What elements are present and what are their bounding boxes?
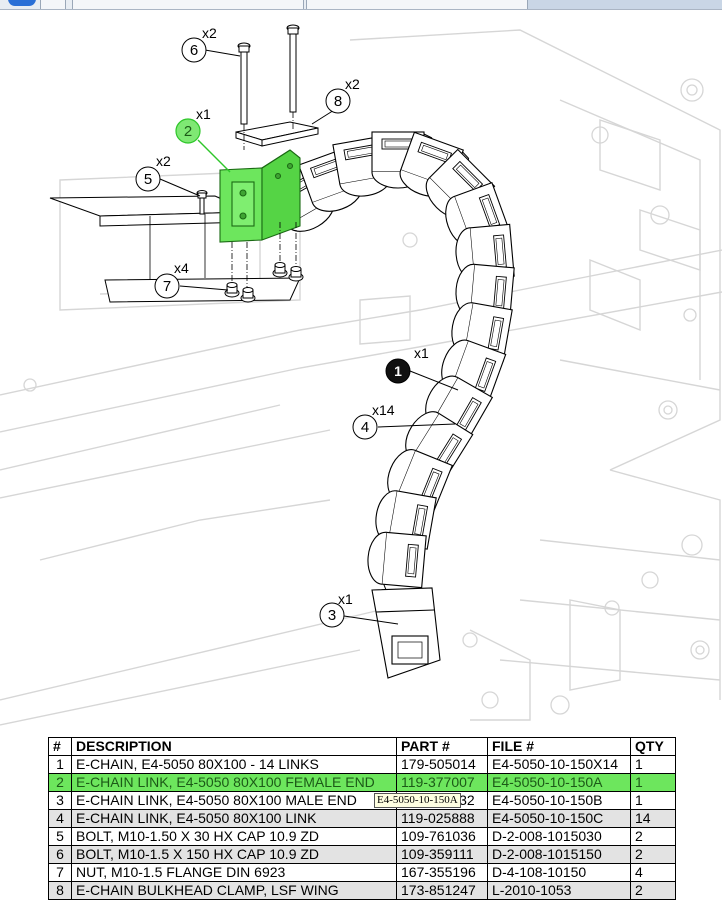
callout-6-qty: x2 — [202, 25, 217, 41]
file-tooltip: E4-5050-10-150A — [374, 793, 461, 808]
callout-5[interactable]: 5 x2 — [135, 153, 171, 192]
table-row[interactable]: 5 BOLT, M10-1.50 X 30 HX CAP 10.9 ZD 109… — [48, 827, 676, 846]
callout-3[interactable]: 3 x1 — [319, 591, 353, 628]
callout-4-number: 4 — [361, 419, 369, 436]
callout-3-qty: x1 — [338, 591, 353, 607]
tab-strip[interactable] — [306, 0, 528, 9]
male-end-link — [371, 587, 441, 679]
bulkhead-clamp — [235, 121, 319, 147]
bom-cell-qty: 2 — [630, 845, 676, 864]
bom-cell-file: E4-5050-10-150B — [487, 791, 631, 810]
bom-cell-description: E-CHAIN LINK, E4-5050 80X100 FEMALE END — [71, 773, 397, 792]
toolbar-right — [528, 0, 722, 9]
callout-8[interactable]: 8 x2 — [325, 76, 360, 114]
browser-toolbar-strip — [0, 0, 722, 10]
bom-header-num: # — [48, 737, 72, 756]
bom-cell-description: BOLT, M10-1.5 X 150 HX CAP 10.9 ZD — [71, 845, 397, 864]
bom-cell-qty: 1 — [630, 773, 676, 792]
callout-8-qty: x2 — [345, 76, 360, 92]
callout-6-number: 6 — [190, 42, 198, 59]
table-row[interactable]: 3 E-CHAIN LINK, E4-5050 80X100 MALE END … — [48, 791, 676, 810]
exploded-assembly-drawing: 1 x1 2 x1 3 x1 4 x14 5 x2 6 x2 7 x4 8 x2 — [0, 24, 722, 726]
bill-of-materials-table: # DESCRIPTION PART # FILE # QTY 1 E-CHAI… — [48, 737, 676, 900]
address-field[interactable] — [72, 0, 304, 9]
bom-header-row: # DESCRIPTION PART # FILE # QTY — [48, 737, 676, 756]
bom-cell-file: E4-5050-10-150X14 — [487, 755, 631, 774]
bom-header-description: DESCRIPTION — [71, 737, 397, 756]
bom-cell-qty: 2 — [630, 827, 676, 846]
bom-cell-num: 2 — [48, 773, 72, 792]
bom-cell-part: 173-851247 — [396, 881, 488, 900]
bom-cell-num: 3 — [48, 791, 72, 810]
callout-3-number: 3 — [328, 607, 336, 624]
bom-cell-part: 119-377007 — [396, 773, 488, 792]
callout-7[interactable]: 7 x4 — [154, 260, 189, 299]
bom-cell-description: E-CHAIN LINK, E4-5050 80X100 LINK — [71, 809, 397, 828]
table-row-highlighted[interactable]: 2 E-CHAIN LINK, E4-5050 80X100 FEMALE EN… — [48, 773, 676, 792]
callout-4[interactable]: 4 x14 — [352, 402, 395, 440]
bom-cell-num: 1 — [48, 755, 72, 774]
bom-header-qty: QTY — [630, 737, 676, 756]
callout-4-qty: x14 — [372, 402, 395, 418]
bom-cell-num: 7 — [48, 863, 72, 882]
callout-2-number: 2 — [184, 123, 192, 140]
bom-cell-num: 6 — [48, 845, 72, 864]
bom-header-part: PART # — [396, 737, 488, 756]
long-bolts — [237, 24, 300, 125]
bom-cell-qty: 1 — [630, 791, 676, 810]
bom-cell-description: E-CHAIN BULKHEAD CLAMP, LSF WING — [71, 881, 397, 900]
table-row[interactable]: 1 E-CHAIN, E4-5050 80X100 - 14 LINKS 179… — [48, 755, 676, 774]
bom-cell-qty: 2 — [630, 881, 676, 900]
bom-cell-description: BOLT, M10-1.50 X 30 HX CAP 10.9 ZD — [71, 827, 397, 846]
toolbar-button[interactable] — [40, 0, 66, 9]
bom-cell-qty: 14 — [630, 809, 676, 828]
bom-cell-num: 4 — [48, 809, 72, 828]
background-holes — [23, 78, 710, 715]
callout-7-number: 7 — [163, 278, 171, 295]
table-row[interactable]: 4 E-CHAIN LINK, E4-5050 80X100 LINK 119-… — [48, 809, 676, 828]
bom-header-file: FILE # — [487, 737, 631, 756]
bom-cell-num: 8 — [48, 881, 72, 900]
bom-cell-part: 109-359111 — [396, 845, 488, 864]
bom-cell-file: E4-5050-10-150A — [487, 773, 631, 792]
bom-cell-qty: 1 — [630, 755, 676, 774]
bom-cell-part: 179-505014 — [396, 755, 488, 774]
callout-2-qty: x1 — [196, 106, 211, 122]
bom-cell-file: L-2010-1053 — [487, 881, 631, 900]
table-row[interactable]: 6 BOLT, M10-1.5 X 150 HX CAP 10.9 ZD 109… — [48, 845, 676, 864]
bom-cell-file: E4-5050-10-150C — [487, 809, 631, 828]
bom-cell-part: 109-761036 — [396, 827, 488, 846]
bom-cell-file: D-4-108-10150 — [487, 863, 631, 882]
bom-cell-part: 167-355196 — [396, 863, 488, 882]
bom-cell-num: 5 — [48, 827, 72, 846]
callout-5-number: 5 — [144, 171, 152, 188]
bom-cell-qty: 4 — [630, 863, 676, 882]
leader-lines — [159, 49, 459, 625]
callout-1-qty: x1 — [414, 345, 429, 361]
bom-cell-file: D-2-008-1015030 — [487, 827, 631, 846]
callout-1-number: 1 — [394, 363, 402, 379]
callout-1[interactable]: 1 x1 — [385, 345, 429, 384]
female-end-link-highlight — [219, 149, 301, 243]
toolbar-button[interactable] — [8, 0, 36, 6]
callout-5-qty: x2 — [156, 153, 171, 169]
bom-cell-description: NUT, M10-1.5 FLANGE DIN 6923 — [71, 863, 397, 882]
assembly-centerlines — [231, 112, 297, 292]
table-row[interactable]: 8 E-CHAIN BULKHEAD CLAMP, LSF WING 173-8… — [48, 881, 676, 900]
callout-8-number: 8 — [334, 93, 342, 110]
callout-2[interactable]: 2 x1 — [175, 106, 211, 144]
table-row[interactable]: 7 NUT, M10-1.5 FLANGE DIN 6923 167-35519… — [48, 863, 676, 882]
bom-cell-part: 119-025888 — [396, 809, 488, 828]
bom-cell-file: D-2-008-1015150 — [487, 845, 631, 864]
background-frame — [0, 29, 722, 726]
callout-6[interactable]: 6 x2 — [181, 25, 217, 63]
callout-7-qty: x4 — [174, 260, 189, 276]
bom-cell-description: E-CHAIN LINK, E4-5050 80X100 MALE END — [71, 791, 397, 810]
bom-cell-description: E-CHAIN, E4-5050 80X100 - 14 LINKS — [71, 755, 397, 774]
